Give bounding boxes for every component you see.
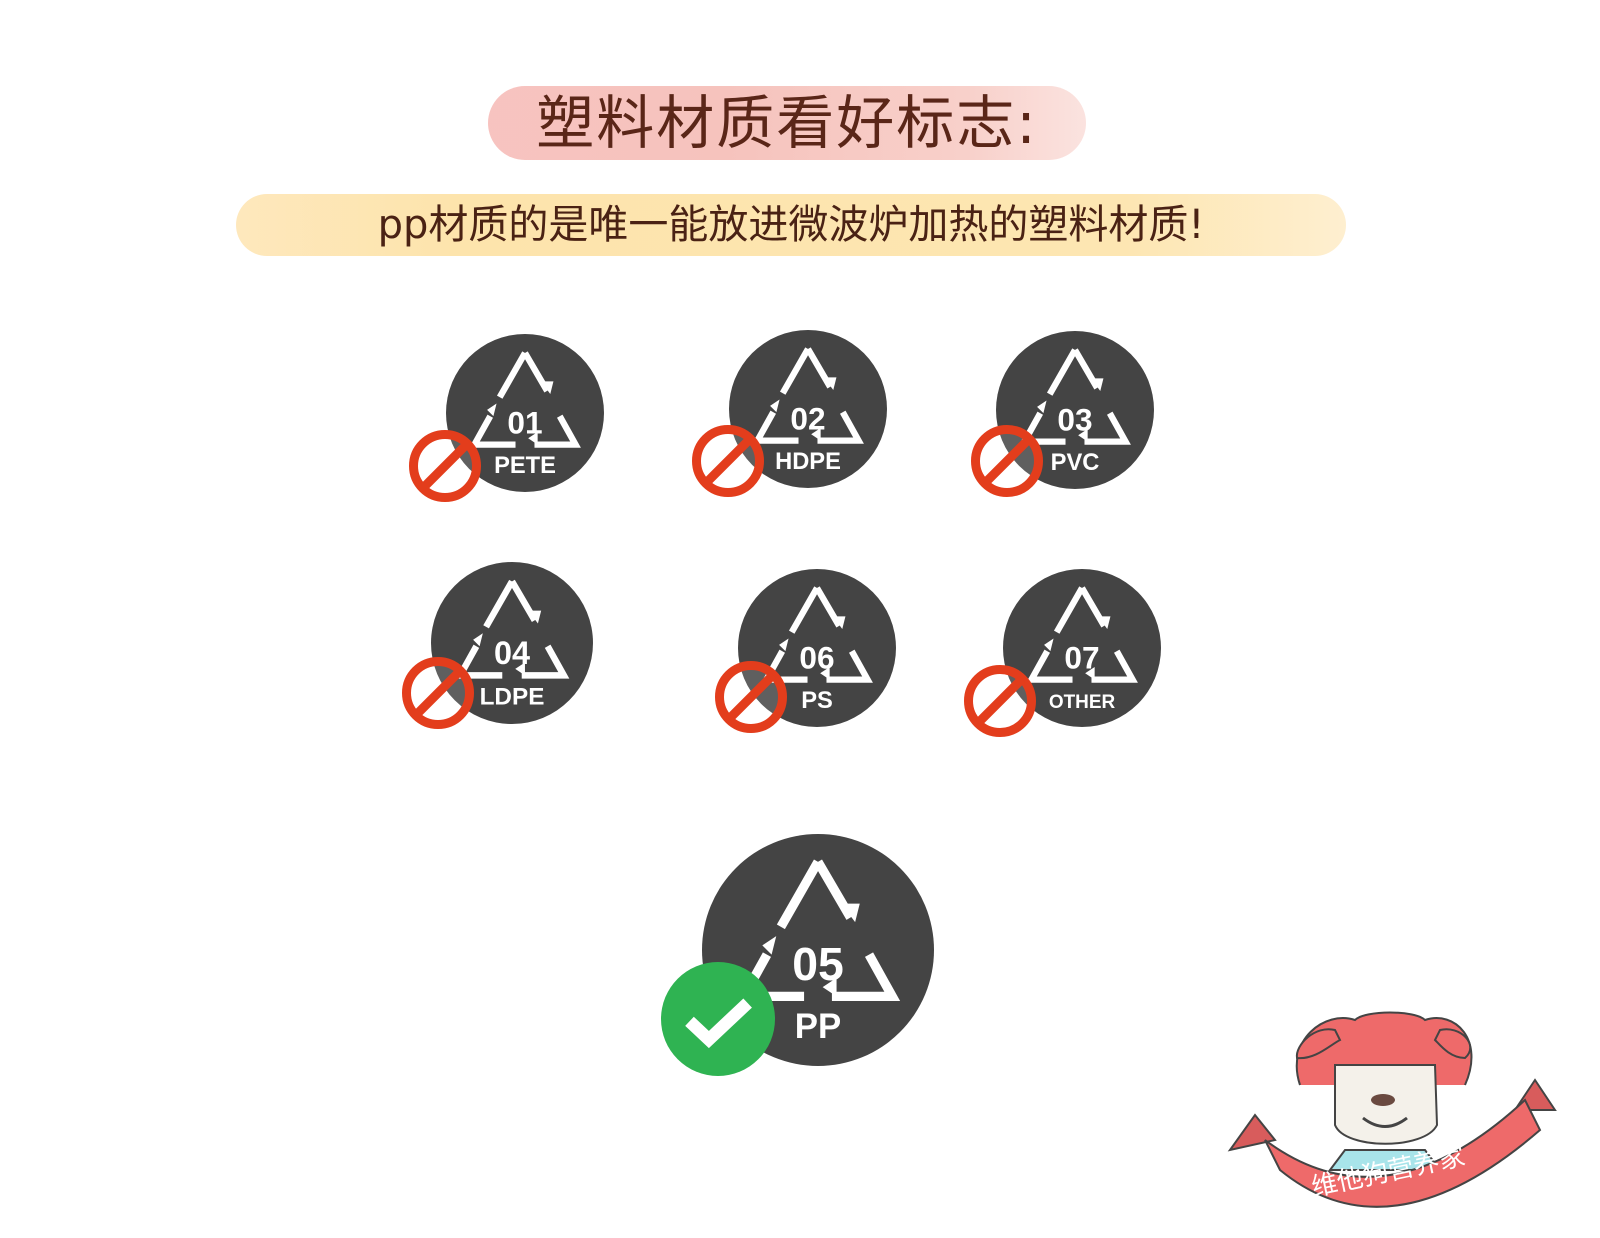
badge-number: 02 [790,401,825,437]
badge-code: LDPE [480,684,545,711]
forbidden-icon [971,425,1043,497]
badge-code: PVC [1051,450,1100,476]
forbidden-icon [402,657,474,729]
badge-number: 07 [1064,640,1099,676]
recycle-icon: 03 PVC [1019,348,1131,476]
brand-logo: 维他狗营养家 [1225,1000,1560,1210]
recycle-icon: 02 HDPE [752,347,864,475]
recycle-icon: 04 LDPE [454,579,570,711]
badge-code: PETE [494,453,556,479]
badge-code: PP [795,1007,841,1046]
badge-hdpe: 02 HDPE [729,330,887,488]
recycle-icon: 01 PETE [469,351,581,479]
recycle-icon: 06 PS [761,586,873,714]
forbidden-icon [715,661,787,733]
check-icon [661,962,775,1076]
recycle-icon: 05 PP [735,859,901,1046]
forbidden-icon [964,665,1036,737]
badge-other: 07 OTHER [1003,569,1161,727]
badge-number: 06 [799,640,834,676]
badge-number: 05 [792,938,844,990]
badge-number: 03 [1057,402,1092,438]
subtitle: pp材质的是唯一能放进微波炉加热的塑料材质! [236,194,1346,256]
page-title: 塑料材质看好标志: [488,86,1086,160]
badge-code: OTHER [1049,692,1116,713]
badge-number: 01 [507,405,542,441]
badge-number: 04 [494,635,530,671]
forbidden-icon [409,430,481,502]
badge-code: PS [801,688,833,714]
badge-code: HDPE [775,449,841,475]
forbidden-icon [692,425,764,497]
recycle-icon: 07 OTHER [1026,586,1138,713]
badge-pp: 05 PP [702,834,934,1066]
